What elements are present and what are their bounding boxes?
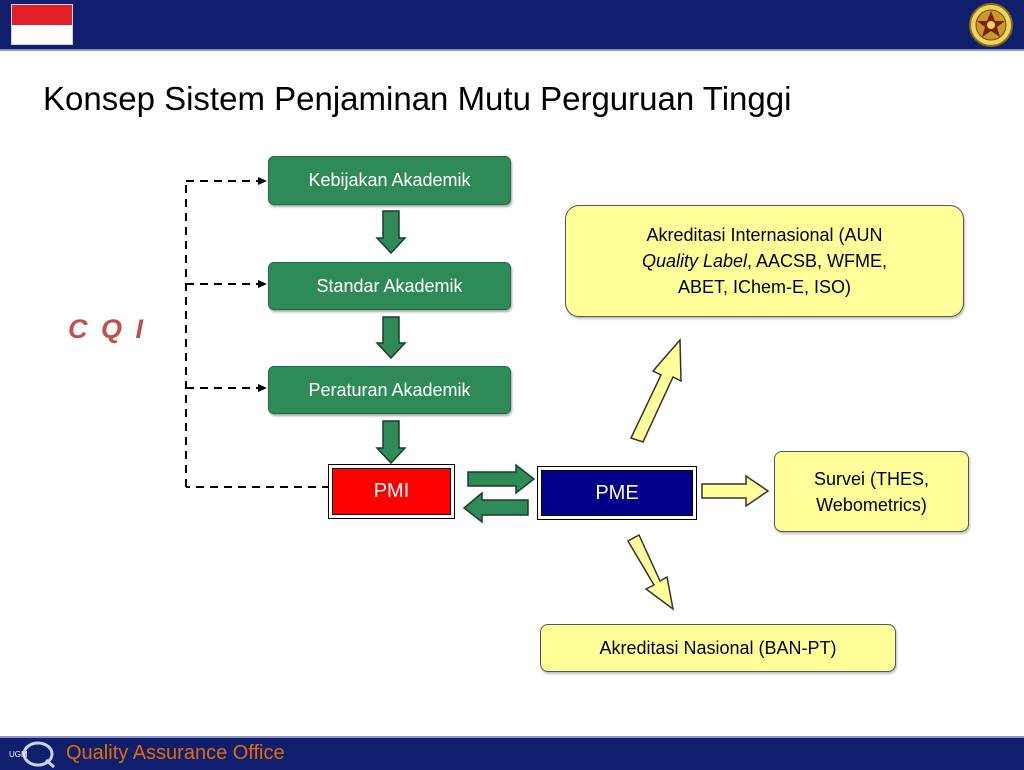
footer-bar: UGM Quality Assurance Office [0, 736, 1024, 770]
akreditasi-internasional-box: Akreditasi Internasional (AUN Quality La… [565, 205, 964, 317]
akreditasi-internasional-line3: ABET, IChem-E, ISO) [677, 277, 852, 297]
survei-box: Survei (THES, Webometrics) [774, 451, 969, 532]
kebijakan-akademik-box: Kebijakan Akademik [268, 156, 511, 205]
survei-line1: Survei (THES, [813, 468, 930, 489]
survei-line2: Webometrics) [816, 494, 927, 515]
svg-text:UGM: UGM [9, 750, 28, 759]
cqi-feedback-loop [185, 177, 330, 488]
pmi-pme-arrows [462, 463, 536, 524]
akreditasi-internasional-line2: , AACSB, WFME, [747, 251, 888, 271]
quality-label-text: Quality Label [641, 251, 748, 271]
indonesia-flag-icon [11, 4, 73, 45]
header-bar [0, 0, 1024, 51]
pmi-box: PMI [328, 464, 455, 519]
university-emblem-icon [969, 3, 1013, 47]
cqi-label: C Q I [68, 314, 147, 344]
pme-box: PME [537, 466, 697, 520]
peraturan-akademik-box: Peraturan Akademik [268, 366, 511, 414]
green-down-arrows [375, 210, 407, 465]
standar-akademik-label: Standar Akademik [316, 275, 463, 296]
standar-akademik-box: Standar Akademik [268, 262, 511, 310]
ugm-quality-logo-icon: UGM [9, 741, 55, 768]
akreditasi-internasional-line1: Akreditasi Internasional (AUN [646, 225, 883, 245]
akreditasi-nasional-label: Akreditasi Nasional (BAN-PT) [599, 638, 837, 658]
pme-label: PME [595, 481, 639, 504]
peraturan-akademik-label: Peraturan Akademik [308, 379, 471, 400]
kebijakan-akademik-label: Kebijakan Akademik [308, 170, 471, 190]
yellow-arrows [626, 338, 770, 611]
page-title: Konsep Sistem Penjaminan Mutu Perguruan … [43, 80, 792, 117]
pmi-label: PMI [373, 480, 410, 502]
akreditasi-nasional-box: Akreditasi Nasional (BAN-PT) [540, 624, 896, 672]
footer-text: Quality Assurance Office [66, 742, 285, 764]
